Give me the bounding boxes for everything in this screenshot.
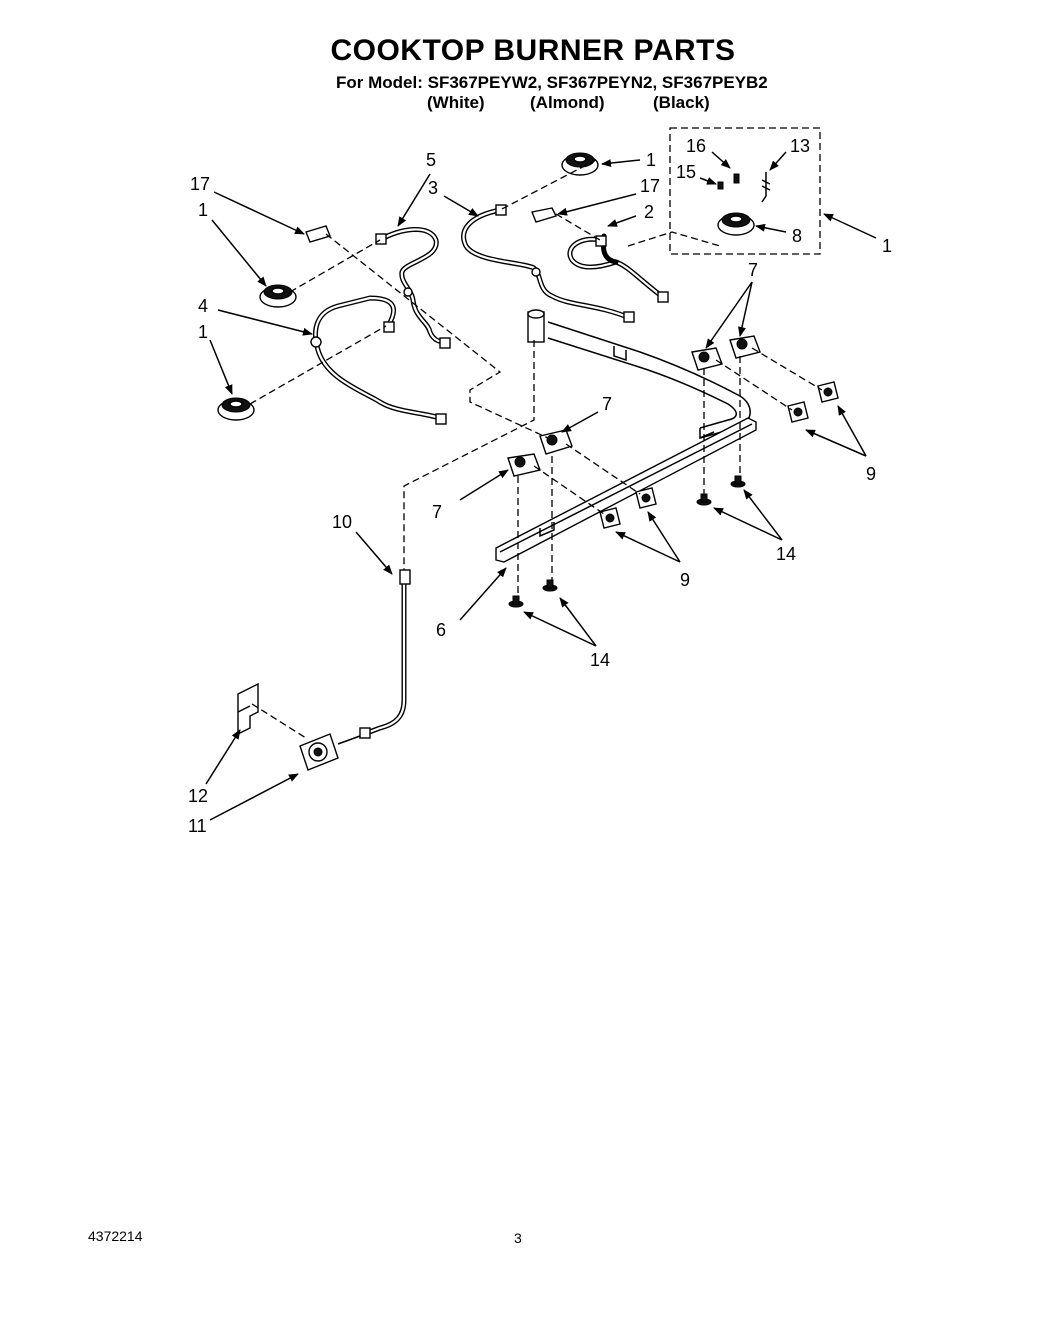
callout-16: 16 (686, 136, 706, 156)
heat-shield (305, 225, 331, 243)
mounting-screw (508, 595, 524, 608)
spark-igniter (787, 401, 809, 423)
orifice-holder (691, 347, 723, 371)
orifice-holder (539, 429, 573, 455)
callout-7: 7 (602, 394, 612, 414)
callout-labels: 17 1 5 4 1 3 1 17 2 16 15 13 8 1 7 7 7 9… (188, 136, 892, 836)
manifold-assembly (495, 309, 757, 563)
variant-white: (White) (427, 93, 485, 112)
callout-1: 1 (198, 200, 208, 220)
surface-burner (259, 284, 297, 308)
callout-1: 1 (882, 236, 892, 256)
surface-burner (561, 152, 599, 176)
callout-17: 17 (640, 176, 660, 196)
page-title: COOKTOP BURNER PARTS (330, 34, 736, 67)
callout-17: 17 (190, 174, 210, 194)
callout-11: 11 (188, 816, 207, 836)
callout-7: 7 (432, 502, 442, 522)
mounting-screw (696, 493, 712, 506)
assembly-lines (249, 159, 823, 739)
callout-1: 1 (646, 150, 656, 170)
callout-15: 15 (676, 162, 696, 182)
tube-fitting (310, 204, 669, 739)
callout-14: 14 (590, 650, 610, 670)
orifice-holder (507, 453, 541, 477)
callout-9: 9 (866, 464, 876, 484)
spark-igniter (635, 487, 657, 509)
orifice-holder (729, 335, 761, 359)
callout-10: 10 (332, 512, 352, 532)
callout-2: 2 (644, 202, 654, 222)
callout-7: 7 (748, 260, 758, 280)
pressure-regulator (299, 733, 361, 771)
heat-shield (531, 207, 557, 223)
spark-igniter (817, 381, 839, 403)
page-number: 3 (514, 1230, 522, 1246)
callout-8: 8 (792, 226, 802, 246)
leader-arrows (205, 151, 877, 821)
callout-6: 6 (436, 620, 446, 640)
callout-9: 9 (680, 570, 690, 590)
mounting-screw (542, 579, 558, 592)
callout-13: 13 (790, 136, 810, 156)
callout-14: 14 (776, 544, 796, 564)
model-line: For Model: SF367PEYW2, SF367PEYN2, SF367… (336, 73, 768, 92)
callout-1: 1 (198, 322, 208, 342)
surface-burner (717, 212, 755, 236)
variant-black: (Black) (653, 93, 710, 112)
bracket-tab (237, 705, 251, 713)
document-number: 4372214 (88, 1228, 143, 1244)
callout-12: 12 (188, 786, 208, 806)
burner-detail-box (669, 127, 821, 255)
callout-4: 4 (198, 296, 208, 316)
surface-burner (217, 397, 255, 421)
screw-part (717, 172, 771, 203)
callout-3: 3 (428, 178, 438, 198)
variant-almond: (Almond) (530, 93, 605, 112)
callout-5: 5 (426, 150, 436, 170)
spark-igniter (599, 507, 621, 529)
gas-tubes (313, 207, 667, 737)
regulator-bracket (237, 682, 259, 736)
mounting-screw (730, 475, 746, 488)
